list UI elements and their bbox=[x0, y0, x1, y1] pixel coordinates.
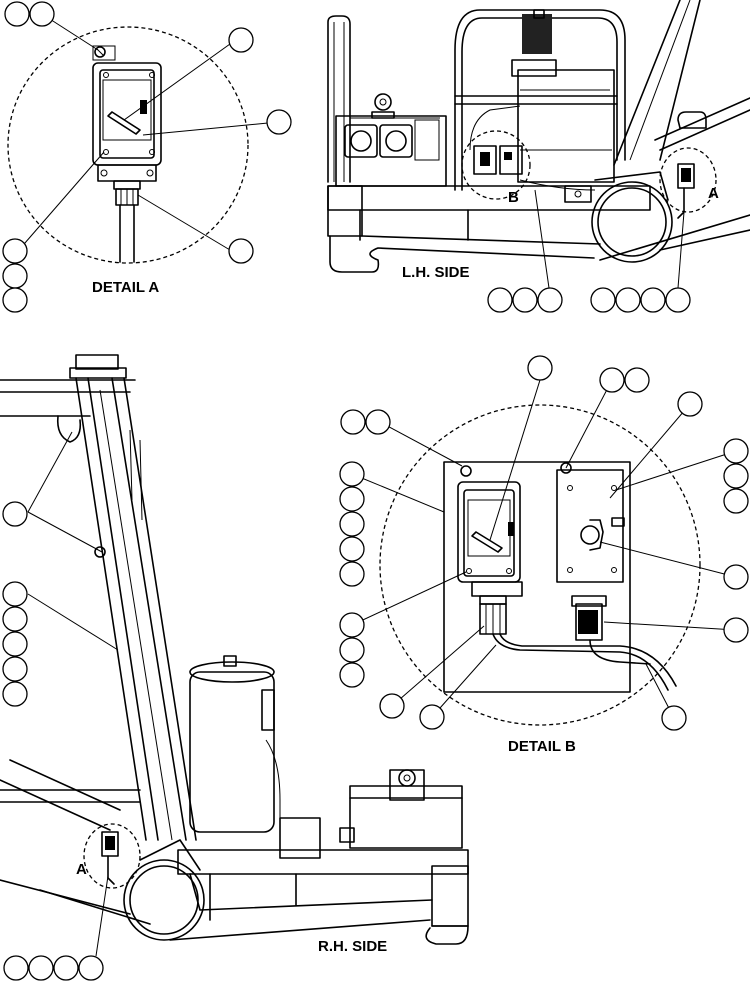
callout bbox=[78, 955, 104, 981]
base-frame bbox=[177, 849, 469, 875]
callout bbox=[665, 287, 691, 313]
callout bbox=[2, 581, 28, 607]
callout bbox=[339, 486, 365, 512]
callout bbox=[365, 409, 391, 435]
callout bbox=[537, 287, 563, 313]
callout bbox=[2, 606, 28, 632]
callout bbox=[723, 617, 749, 643]
callout bbox=[599, 367, 625, 393]
callout bbox=[228, 238, 254, 264]
detail-b-view: DETAIL B bbox=[339, 355, 749, 755]
mounting-plate bbox=[443, 461, 631, 693]
callout bbox=[339, 612, 365, 638]
callout bbox=[723, 488, 749, 514]
detail-b-marker bbox=[461, 130, 531, 200]
lh-side-label: L.H. SIDE bbox=[402, 264, 470, 281]
callout bbox=[661, 705, 687, 731]
marker-b: B bbox=[508, 189, 519, 206]
callout bbox=[339, 561, 365, 587]
callout bbox=[487, 287, 513, 313]
detail-b-label: DETAIL B bbox=[508, 738, 576, 755]
callout bbox=[339, 637, 365, 663]
marker-a: A bbox=[708, 185, 719, 202]
callout bbox=[677, 391, 703, 417]
rh-side-view: A R.H. SIDE bbox=[0, 354, 469, 981]
callout bbox=[3, 955, 29, 981]
lifting-eye bbox=[398, 769, 416, 787]
callout bbox=[339, 536, 365, 562]
hydraulic-tank bbox=[517, 69, 615, 183]
callout bbox=[723, 564, 749, 590]
junction-box bbox=[279, 817, 321, 859]
cable-connector bbox=[113, 180, 141, 190]
rh-side-label: R.H. SIDE bbox=[318, 938, 387, 955]
callout bbox=[4, 1, 30, 27]
wheel bbox=[591, 181, 673, 263]
callout bbox=[28, 955, 54, 981]
handrail bbox=[327, 15, 351, 183]
mounting-screw bbox=[94, 46, 106, 58]
detail-a-boundary bbox=[7, 26, 249, 264]
lh-side-view: A B L.H. SIDE bbox=[327, 0, 750, 313]
callout bbox=[379, 693, 405, 719]
callout bbox=[590, 287, 616, 313]
callout bbox=[527, 355, 553, 381]
callout bbox=[615, 287, 641, 313]
cable-connector bbox=[575, 603, 603, 641]
mast bbox=[613, 0, 681, 166]
callout bbox=[419, 704, 445, 730]
callout bbox=[228, 27, 254, 53]
mast bbox=[75, 377, 147, 841]
switch-lever bbox=[471, 531, 503, 553]
base-leg bbox=[329, 235, 595, 273]
callout bbox=[2, 238, 28, 264]
callout bbox=[2, 501, 28, 527]
lifting-eye bbox=[374, 93, 392, 111]
callout bbox=[339, 511, 365, 537]
callout bbox=[340, 409, 366, 435]
callout bbox=[2, 263, 28, 289]
detail-b-boundary bbox=[379, 404, 701, 726]
callout bbox=[339, 662, 365, 688]
callout bbox=[723, 463, 749, 489]
detail-a-view: DETAIL A bbox=[2, 1, 292, 313]
marker-a: A bbox=[76, 861, 87, 878]
mounting-screw bbox=[560, 462, 572, 474]
knob bbox=[580, 525, 600, 545]
callout bbox=[29, 1, 55, 27]
callout bbox=[53, 955, 79, 981]
callout bbox=[723, 438, 749, 464]
battery-box bbox=[349, 785, 463, 849]
detail-a-marker bbox=[83, 823, 141, 889]
callout bbox=[266, 109, 292, 135]
callout bbox=[640, 287, 666, 313]
control-tray bbox=[335, 115, 447, 187]
callout bbox=[512, 287, 538, 313]
detail-a-marker bbox=[659, 147, 717, 213]
hydraulic-tank bbox=[189, 671, 275, 833]
mounting-screw bbox=[460, 465, 472, 477]
callout bbox=[2, 287, 28, 313]
callout bbox=[2, 681, 28, 707]
callout bbox=[2, 631, 28, 657]
callout bbox=[2, 656, 28, 682]
detail-a-label: DETAIL A bbox=[92, 279, 159, 296]
wheel bbox=[123, 859, 205, 941]
switch-lever bbox=[107, 111, 141, 135]
callout bbox=[339, 461, 365, 487]
callout bbox=[624, 367, 650, 393]
mast-cap bbox=[75, 354, 119, 370]
